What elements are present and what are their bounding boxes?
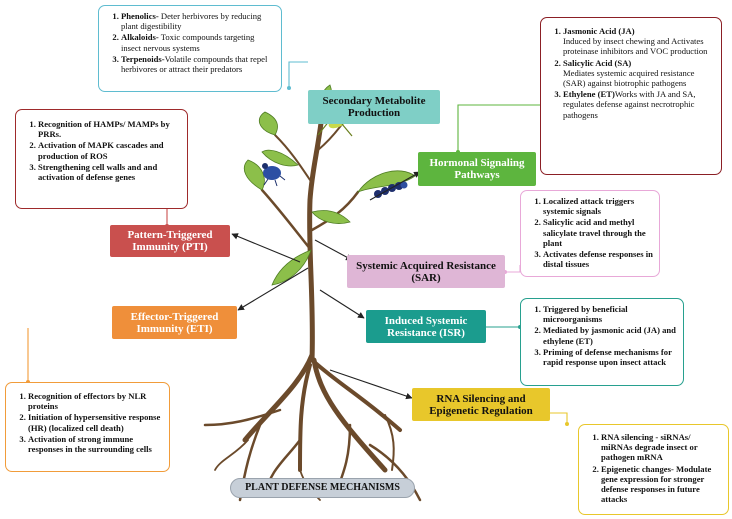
label-rna-silencing: RNA Silencing and Epigenetic Regulation xyxy=(412,388,550,421)
arrow-sar xyxy=(314,239,353,261)
label-secondary-metabolite: Secondary Metabolite Production xyxy=(308,90,440,124)
hormonal-signaling-box: Jasmonic Acid (JA)Induced by insect chew… xyxy=(540,17,722,175)
diagram-title: PLANT DEFENSE MECHANISMS xyxy=(230,478,415,498)
arrow-isr xyxy=(319,289,365,319)
arrows xyxy=(231,101,421,400)
label-eti: Effector-Triggered Immunity (ETI) xyxy=(112,306,237,339)
isr-box: Triggered by beneficial microorganisms M… xyxy=(520,298,684,386)
connector-sar xyxy=(505,265,521,273)
label-pti: Pattern-Triggered Immunity (PTI) xyxy=(110,225,230,257)
connector-rna xyxy=(550,412,568,424)
arrow-eti xyxy=(237,267,309,311)
pti-box: Recognition of HAMPs/ MAMPs by PRRs. Act… xyxy=(15,109,188,209)
rna-box: RNA silencing - siRNAs/ miRNAs degrade i… xyxy=(578,424,729,515)
beetle-icon xyxy=(262,163,286,187)
arrow-hormonal xyxy=(369,171,421,201)
connector-secondary xyxy=(288,61,308,87)
eti-box: Recognition of effectors by NLR proteins… xyxy=(5,382,170,472)
label-sar: Systemic Acquired Resistance (SAR) xyxy=(347,255,505,288)
arrow-rna xyxy=(329,369,413,400)
label-hormonal-signaling: Hormonal Signaling Pathways xyxy=(418,152,536,186)
sar-box: Localized attack triggers systemic signa… xyxy=(520,190,660,277)
arrow-pti xyxy=(231,233,301,263)
label-isr: Induced Systemic Resistance (ISR) xyxy=(366,310,486,343)
connector-hormonal xyxy=(457,104,541,152)
secondary-metabolites-box: Phenolics- Deter herbivores by reducing … xyxy=(98,5,282,92)
